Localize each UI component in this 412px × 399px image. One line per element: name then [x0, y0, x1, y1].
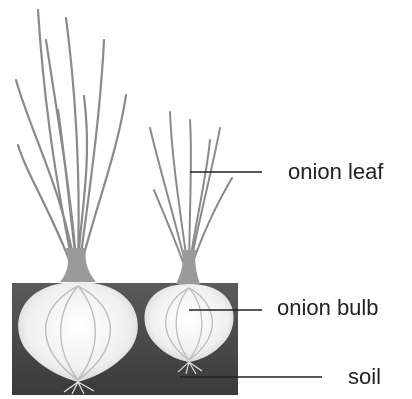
onion-leaf-label: onion leaf — [288, 159, 383, 185]
left-onion-leaves — [16, 10, 126, 262]
right-onion-leaves — [150, 112, 232, 262]
onion-bulb-label: onion bulb — [277, 295, 379, 321]
soil-label: soil — [348, 364, 381, 390]
